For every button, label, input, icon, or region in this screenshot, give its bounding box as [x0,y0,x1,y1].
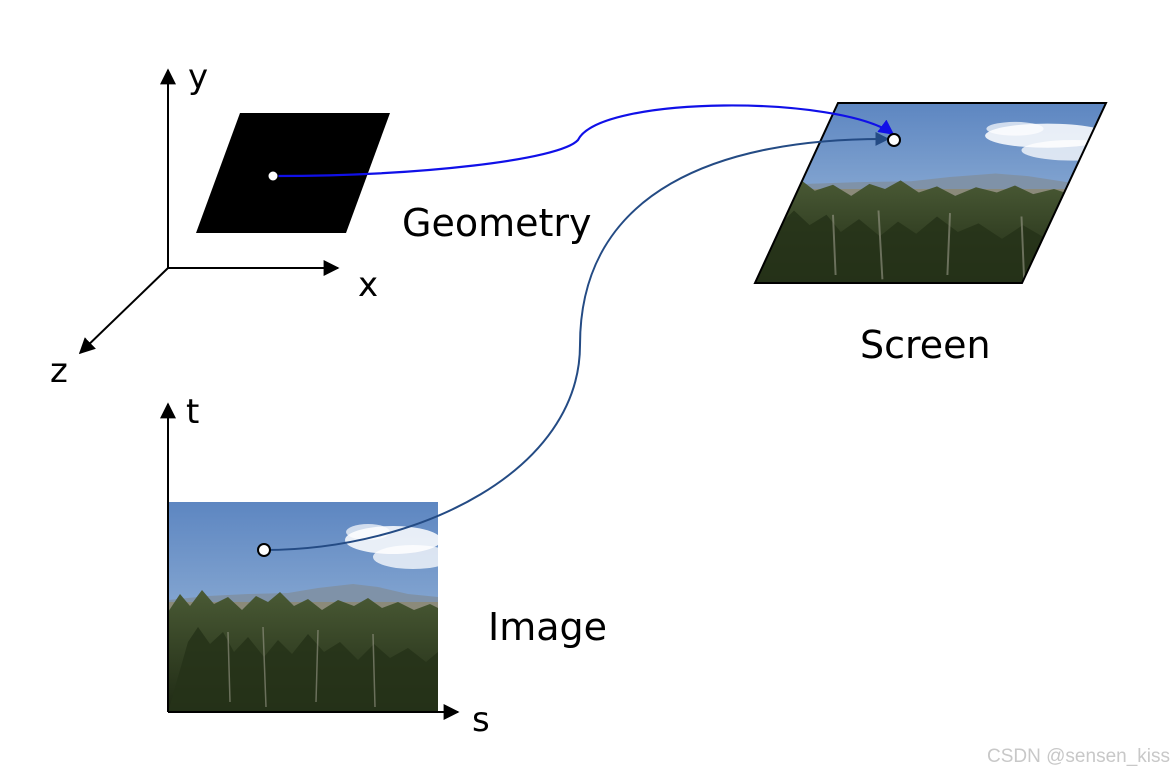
geometry-plane [196,113,390,233]
x-axis-label: x [358,265,378,305]
image-label: Image [488,605,607,649]
geometry-label: Geometry [402,201,591,245]
z-axis-label: z [50,351,68,391]
geometry-axes [78,68,340,355]
z-axis-line [78,267,169,355]
geometry-to-screen-arrow [273,104,895,178]
t-axis-label: t [186,392,199,432]
watermark: CSDN @sensen_kiss [987,746,1170,767]
screen-label: Screen [860,323,991,367]
image-axes [160,402,460,720]
image-point [257,543,271,557]
texture-image [167,501,454,713]
image-to-screen-arrow [263,131,890,551]
screen-point [887,133,901,147]
screen-plane [753,102,1108,284]
y-axis-label: y [188,57,208,97]
s-axis-label: s [472,700,490,740]
geometry-point [267,170,279,182]
